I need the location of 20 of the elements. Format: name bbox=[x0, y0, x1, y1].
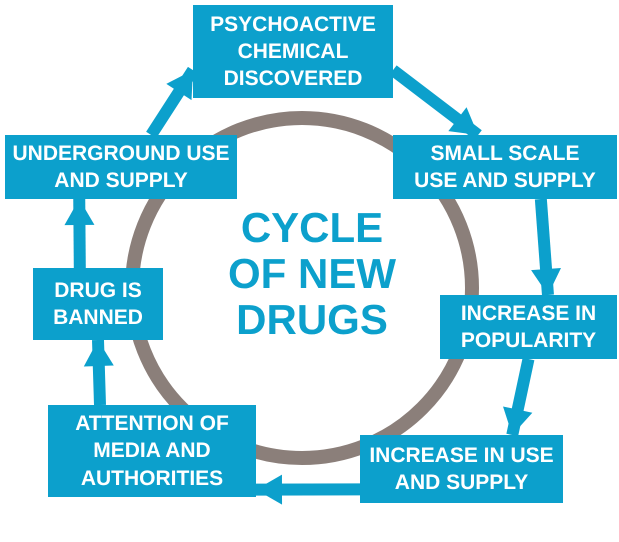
process-box bbox=[193, 5, 393, 98]
box-label: INCREASE IN USE AND SUPPLY bbox=[368, 442, 555, 496]
process-box bbox=[48, 405, 256, 497]
box-label: PSYCHOACTIVE CHEMICAL DISCOVERED bbox=[209, 12, 377, 92]
arrow bbox=[256, 474, 360, 505]
arrow bbox=[531, 198, 561, 296]
arrow bbox=[64, 198, 94, 268]
process-box bbox=[5, 135, 237, 199]
box-label: ATTENTION OF MEDIA AND AUTHORITIES bbox=[74, 411, 230, 492]
box-label: UNDERGROUND USE AND SUPPLY bbox=[11, 140, 230, 194]
process-box bbox=[33, 268, 163, 340]
box-label: DRUG IS BANNED bbox=[52, 278, 144, 331]
process-box bbox=[440, 295, 617, 359]
box-label: SMALL SCALE USE AND SUPPLY bbox=[413, 140, 597, 194]
box-label: INCREASE IN POPULARITY bbox=[460, 300, 598, 354]
process-box bbox=[393, 135, 617, 199]
process-box bbox=[360, 435, 563, 503]
center-title: CYCLE OF NEW DRUGS bbox=[227, 205, 397, 344]
arrow bbox=[503, 358, 534, 436]
arrow bbox=[84, 340, 114, 406]
